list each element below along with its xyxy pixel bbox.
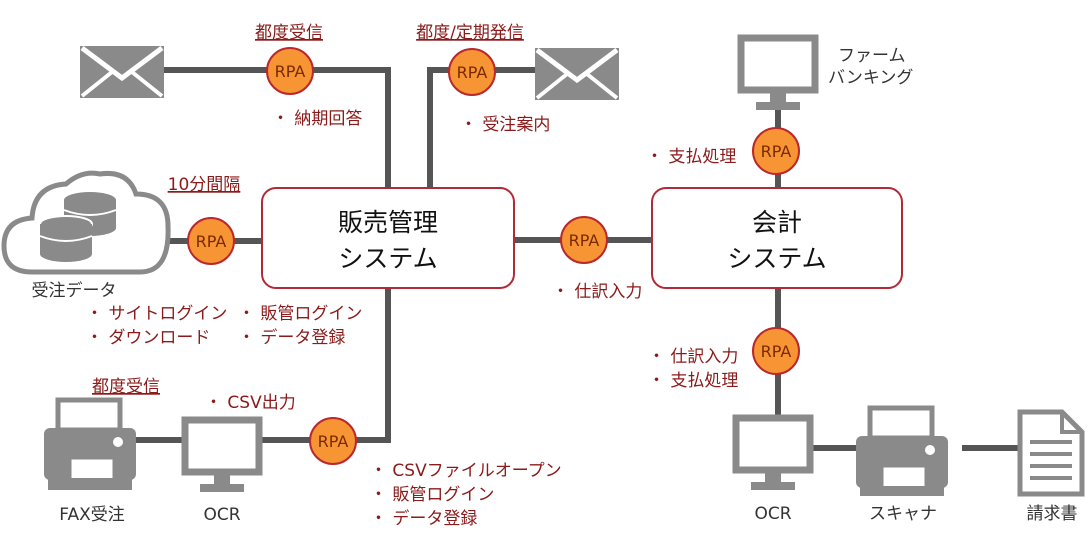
system-name: 会計: [752, 208, 802, 237]
svg-text:RPA: RPA: [318, 432, 349, 451]
monitor-icon: [732, 414, 814, 490]
system-name: システム: [727, 244, 826, 273]
firm-banking-label: バンキング: [828, 68, 913, 88]
note-delivery-reply: ・ 納期回答: [272, 109, 362, 129]
note-csv-tasks: ・ CSVファイルオープン・ 販管ログイン・ データ登録: [370, 461, 562, 529]
svg-text:RPA: RPA: [761, 342, 792, 361]
fax-order-label: FAX受注: [59, 505, 125, 525]
bullet-note: ・ 販管ログイン: [370, 485, 494, 505]
bullet-note: ・ データ登録: [370, 508, 477, 529]
note-journal-mid: ・ 仕訳入力: [552, 282, 642, 302]
bullet-note: ・ 受注案内: [460, 115, 550, 135]
email-icon: [535, 48, 619, 100]
sales-management-system-box: 販売管理 システム: [261, 187, 515, 289]
rpa-node: RPA: [187, 217, 235, 265]
monitor-icon: [737, 34, 819, 110]
bullet-note: ・ 販管ログイン: [238, 304, 362, 324]
svg-text:RPA: RPA: [275, 62, 306, 81]
cloud-interval-header: 10分間隔: [168, 175, 241, 195]
note-cloud-tasks: ・ サイトログイン・ ダウンロード: [86, 304, 227, 348]
bullet-note: ・ 支払処理: [648, 371, 738, 391]
document-icon: [1017, 409, 1085, 497]
svg-text:RPA: RPA: [569, 231, 600, 250]
ocr-label: OCR: [203, 505, 240, 525]
bullet-note: ・ ダウンロード: [86, 328, 210, 348]
scanner-label: スキャナ: [869, 504, 937, 524]
bullet-note: ・ 支払処理: [646, 147, 736, 167]
bullet-note: ・ データ登録: [238, 327, 345, 348]
bullet-note: ・ CSVファイルオープン: [370, 461, 562, 481]
email-send-header: 都度/定期発信: [416, 23, 524, 43]
rpa-node: RPA: [752, 127, 800, 175]
note-payment-top: ・ 支払処理: [646, 147, 736, 167]
rpa-node: RPA: [560, 216, 608, 264]
note-sales-login: ・ 販管ログイン・ データ登録: [238, 304, 362, 348]
bullet-note: ・ サイトログイン: [86, 304, 227, 324]
ocr-label: OCR: [754, 504, 791, 524]
system-name: 販売管理: [338, 208, 438, 237]
connector-lines: [135, 67, 1023, 451]
accounting-system-box: 会計 システム: [651, 187, 903, 289]
rpa-node: RPA: [448, 48, 496, 96]
bullet-note: ・ 仕訳入力: [552, 282, 642, 302]
firm-banking-label: ファーム: [838, 46, 906, 66]
note-csv-output: ・ CSV出力: [205, 393, 296, 413]
monitor-icon: [181, 416, 263, 492]
cloud-database-icon: [1, 170, 171, 275]
rpa-node: RPA: [752, 327, 800, 375]
bullet-note: ・ CSV出力: [205, 393, 296, 413]
note-order-guide: ・ 受注案内: [460, 115, 550, 135]
bullet-note: ・ 納期回答: [272, 109, 362, 129]
order-data-label: 受注データ: [32, 280, 117, 301]
email-icon: [80, 46, 164, 98]
svg-text:RPA: RPA: [761, 142, 792, 161]
scanner-icon: [856, 405, 948, 496]
fax-printer-icon: [44, 397, 136, 490]
rpa-node: RPA: [266, 47, 314, 95]
svg-text:RPA: RPA: [457, 63, 488, 82]
note-journal-bottom: ・ 仕訳入力・ 支払処理: [648, 347, 738, 391]
svg-text:RPA: RPA: [196, 232, 227, 251]
system-name: システム: [338, 244, 437, 273]
rpa-node: RPA: [309, 417, 357, 465]
invoice-label: 請求書: [1027, 504, 1078, 524]
bullet-note: ・ 仕訳入力: [648, 347, 738, 367]
fax-receive-header: 都度受信: [92, 377, 160, 397]
email-receive-header: 都度受信: [255, 23, 323, 43]
